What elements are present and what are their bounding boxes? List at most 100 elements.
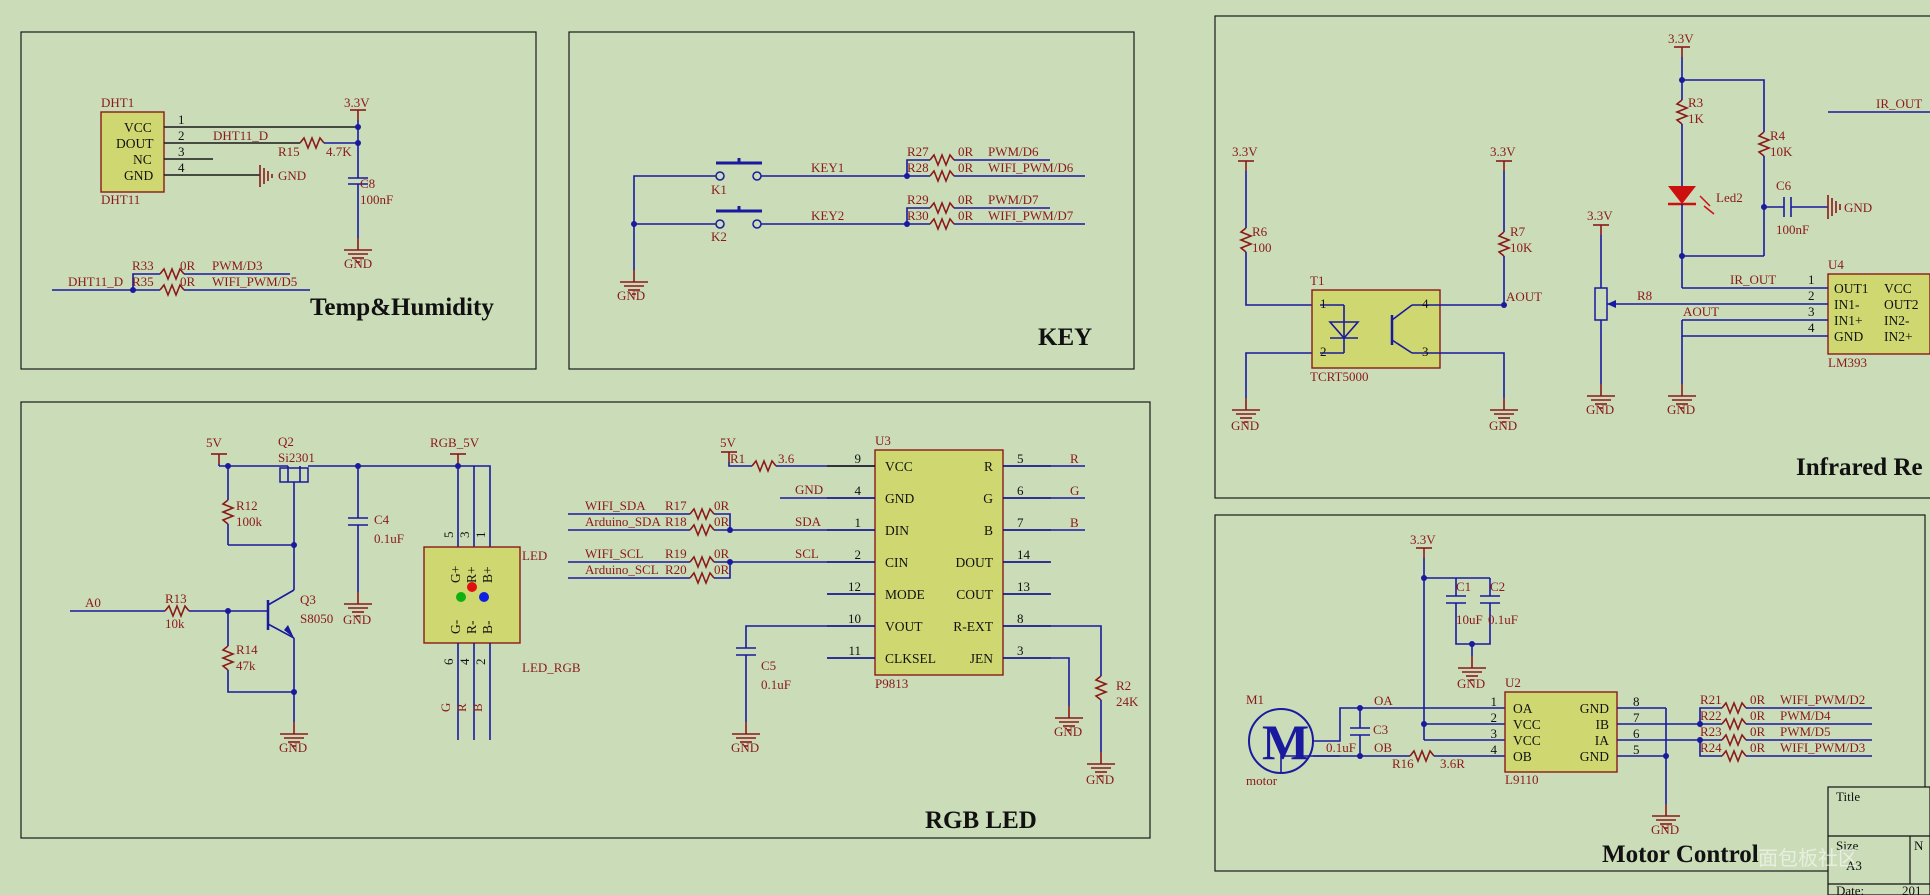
q3-gnd-label: GND: [279, 740, 307, 755]
l9110-chip: [1504, 691, 1618, 773]
watermark: 面包板社区: [1758, 846, 1858, 870]
u3-right-pin-num: 8: [1017, 611, 1024, 626]
t1-value: TCRT5000: [1310, 369, 1368, 384]
u2-right-pin-name: GND: [1580, 701, 1609, 716]
rgb-led-chip: [423, 546, 521, 644]
led-pin-g-plus: G+: [448, 566, 463, 583]
net-dht11-d-in: DHT11_D: [68, 274, 123, 289]
u3-left-pin-name: CIN: [885, 555, 909, 570]
c6-gnd-label: GND: [1844, 200, 1872, 215]
temp-section-border: [20, 31, 537, 370]
led-num-6: 6: [441, 658, 456, 665]
ir-3v3-c: 3.3V: [1587, 208, 1613, 223]
red-led-dot: [467, 582, 477, 592]
u3-left-gnd: GND: [795, 482, 823, 497]
u3-left-pin-name: GND: [885, 491, 914, 506]
u4-right-vcc: VCC: [1884, 281, 1912, 296]
c1-gnd-label: GND: [1457, 676, 1485, 691]
led-num-5: 5: [441, 532, 456, 539]
rgb-led-section: 5V R12 100k Q2 Si2301 C4 0.1uF GND: [20, 401, 1151, 839]
u3-left-pin-num: 1: [855, 515, 862, 530]
u3-left-pin-num: 4: [855, 483, 862, 498]
rgb-section-title: RGB LED: [925, 807, 1037, 834]
c1-value: 10uF: [1456, 612, 1483, 627]
t1-pin4: 4: [1422, 296, 1429, 311]
temp-3v3-label: 3.3V: [344, 95, 370, 110]
titleblock-size-value: A3: [1846, 858, 1862, 873]
led-pin-r-minus: R-: [464, 620, 479, 634]
r29-value: 0R: [958, 192, 974, 207]
c1-ref: C1: [1456, 579, 1471, 594]
r27-ref: R27: [907, 144, 929, 159]
r28-ref: R28: [907, 160, 929, 175]
u3-5v-label: 5V: [720, 435, 737, 450]
r35-value: 0R: [180, 274, 196, 289]
net-dht11-d: DHT11_D: [213, 128, 268, 143]
r35-net: WIFI_PWM/D5: [212, 274, 297, 289]
r15-value: 4.7K: [326, 144, 352, 159]
c4-value: 0.1uF: [374, 531, 404, 546]
led-net-g: G: [438, 703, 453, 712]
u3-right-pin-name: R: [984, 459, 993, 474]
dht-pin-vcc: VCC: [124, 120, 152, 135]
scl-net: SCL: [795, 546, 819, 561]
u4-pin1: 1: [1808, 272, 1815, 287]
led-num-1: 1: [473, 532, 488, 539]
ir-gnd-a: GND: [1231, 418, 1259, 433]
titleblock-size: Size: [1836, 838, 1859, 853]
temp-humidity-section: DHT1 DHT11 VCC DOUT NC GND 1 2 3 4 DHT11…: [20, 31, 537, 370]
ir-gnd-b: GND: [1489, 418, 1517, 433]
ob-net: OB: [1374, 740, 1392, 755]
r28-value: 0R: [958, 160, 974, 175]
c4-gnd-label: GND: [343, 612, 371, 627]
r28-net: WIFI_PWM/D6: [988, 160, 1074, 175]
r3-ref: R3: [1688, 95, 1703, 110]
u2-gnd-label: GND: [1651, 822, 1679, 837]
u2-right-pin-num: 5: [1633, 742, 1640, 757]
r14-ref: R14: [236, 642, 258, 657]
c8-value: 100nF: [360, 192, 393, 207]
r21-ref: R21: [1700, 692, 1722, 707]
u2-left-pin-num: 2: [1491, 710, 1498, 725]
ir-gnd-c: GND: [1586, 402, 1614, 417]
r4-ref: R4: [1770, 128, 1786, 143]
r30-net: WIFI_PWM/D7: [988, 208, 1074, 223]
q2-value: Si2301: [278, 450, 315, 465]
u2-right-pin-name: GND: [1580, 749, 1609, 764]
r20-ref: R20: [665, 562, 687, 577]
ir-aout: AOUT: [1506, 289, 1542, 304]
led-pin-b-plus: B+: [480, 566, 495, 583]
u3-right-pin-name: JEN: [970, 651, 994, 666]
tcrt5000-chip: [1311, 289, 1441, 369]
u4-right-out2: OUT2: [1884, 297, 1919, 312]
sda-net: SDA: [795, 514, 822, 529]
r20-value: 0R: [714, 562, 730, 577]
dht-pin-dout: DOUT: [116, 136, 154, 151]
motor-control-section: 3.3V GND C1 10uF C2 0.1uF M M1 motor: [1214, 514, 1926, 872]
r27-net: PWM/D6: [988, 144, 1039, 159]
arduino-sda-net: Arduino_SDA: [585, 514, 661, 529]
key-section-title: KEY: [1038, 324, 1092, 351]
u4-right-in2p: IN2+: [1884, 329, 1913, 344]
ir-out-net-top: IR_OUT: [1876, 96, 1922, 111]
r8-ref: R8: [1637, 288, 1652, 303]
r16-value: 3.6R: [1440, 756, 1465, 771]
r3-value: 1K: [1688, 111, 1705, 126]
u3-left-pin-name: VOUT: [885, 619, 923, 634]
led-num-3: 3: [457, 532, 472, 539]
dht-pin-nc: NC: [133, 152, 152, 167]
r23-net: PWM/D5: [1780, 724, 1831, 739]
blue-led-dot: [479, 592, 489, 602]
ir-aout-net: AOUT: [1683, 304, 1719, 319]
r19-value: 0R: [714, 546, 730, 561]
r1-value: 3.6: [778, 451, 795, 466]
q2-mosfet: [279, 467, 309, 483]
u3-right-pin-name: DOUT: [956, 555, 994, 570]
r29-ref: R29: [907, 192, 929, 207]
r7-value: 10K: [1510, 240, 1533, 255]
u3-right-pin-num: 7: [1017, 515, 1024, 530]
key-gnd-label: GND: [617, 288, 645, 303]
r17-value: 0R: [714, 498, 730, 513]
u3-right-pin-num: 14: [1017, 547, 1031, 562]
titleblock-n: N: [1914, 838, 1924, 853]
